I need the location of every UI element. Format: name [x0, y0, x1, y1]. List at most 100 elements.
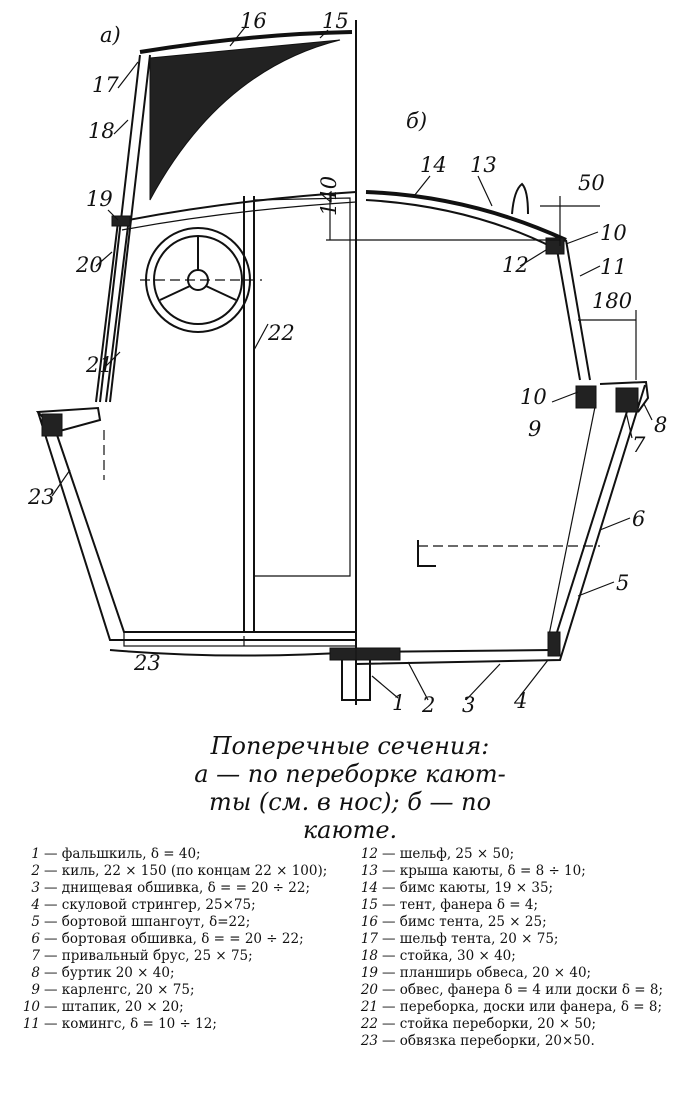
legend-item-text: — шельф, 25 × 50;	[382, 846, 515, 862]
legend-item-number: 7	[31, 948, 40, 964]
dim-180-line	[578, 310, 637, 380]
gunwale-block-a	[41, 413, 63, 437]
part-label-18: 18	[88, 119, 115, 143]
legend-item-number: 10	[22, 999, 40, 1015]
bulkhead-post-22	[243, 196, 255, 632]
keel-2	[355, 647, 401, 661]
legend-item: 6— бортовая обшивка, δ = = 20 ÷ 22;	[22, 931, 342, 948]
caption-line-1: Поперечные сечения:	[210, 732, 490, 760]
legend-item-number: 19	[360, 965, 378, 981]
roof-handrail	[511, 182, 529, 215]
legend-item-number: 12	[360, 846, 378, 862]
legend-item-number: 14	[360, 880, 378, 896]
legend-item-text: — обвязка переборки, 20×50.	[382, 1033, 595, 1049]
legend-item-text: — планширь обвеса, 20 × 40;	[382, 965, 592, 981]
plank-19	[111, 215, 131, 227]
legend-item: 7— привальный брус, 25 × 75;	[22, 948, 342, 965]
legend-item-text: — днищевая обшивка, δ = = 20 ÷ 22;	[44, 880, 310, 896]
hull-side-a	[37, 411, 356, 641]
legend-item-number: 18	[360, 948, 378, 964]
hull-side-a-inner	[55, 431, 356, 633]
dim-50-label: 50	[578, 171, 605, 195]
legend-item: 5— бортовой шпангоут, δ=22;	[22, 914, 342, 931]
legend-item: 18— стойка, 30 × 40;	[360, 948, 680, 965]
legend-item-number: 1	[31, 846, 40, 862]
legend-item-text: — карленгс, 20 × 75;	[44, 982, 195, 998]
legend-item-text: — обвес, фанера δ = 4 или доски δ = 8;	[382, 982, 664, 998]
legend-item-number: 4	[31, 897, 40, 913]
legend-item: 23— обвязка переборки, 20×50.	[360, 1033, 680, 1050]
legend-item: 8— буртик 20 × 40;	[22, 965, 342, 982]
coaming-top-a-inner	[121, 201, 357, 231]
false-keel-1	[341, 660, 371, 701]
part-label-10b: 10	[600, 221, 627, 245]
legend-item-text: — фальшкиль, δ = 40;	[44, 846, 201, 862]
part-label-8: 8	[654, 413, 667, 437]
legend-item: 17— шельф тента, 20 × 75;	[360, 931, 680, 948]
legend-item: 20— обвес, фанера δ = 4 или доски δ = 8;	[360, 982, 680, 999]
part-label-9: 9	[528, 417, 541, 441]
legend-item-number: 3	[31, 880, 40, 896]
legend-item: 16— бимс тента, 25 × 25;	[360, 914, 680, 931]
legend-item: 2— киль, 22 × 150 (по концам 22 × 100);	[22, 863, 342, 880]
part-label-7: 7	[632, 433, 646, 457]
legend-item-number: 20	[360, 982, 378, 998]
side-curtain-a	[95, 221, 129, 403]
part-label-22: 22	[267, 321, 295, 345]
legend-item: 13— крыша каюты, δ = 8 ÷ 10;	[360, 863, 680, 880]
bottom-planking-a	[109, 649, 357, 657]
dim-140-line	[326, 192, 560, 241]
part-label-10a: 10	[520, 385, 547, 409]
hull-side-b-inner	[551, 401, 631, 649]
tent-15	[139, 30, 353, 54]
legend-item-number: 9	[31, 982, 40, 998]
legend-item-number: 23	[360, 1033, 378, 1049]
part-label-4: 4	[513, 689, 527, 713]
legend-item-text: — переборка, доски или фанера, δ = 8;	[382, 999, 662, 1015]
legend-item-text: — штапик, 20 × 20;	[44, 999, 184, 1015]
cabin-beam-14	[365, 199, 555, 249]
caption-line-4: каюте.	[302, 816, 398, 844]
legend-item-number: 21	[360, 999, 378, 1015]
leader-lines	[51, 25, 653, 701]
legend-item-number: 17	[360, 931, 378, 947]
legend-item-text: — бортовой шпангоут, δ=22;	[44, 914, 251, 930]
frame-5	[547, 401, 597, 641]
legend-item-text: — бортовая обшивка, δ = = 20 ÷ 22;	[44, 931, 304, 947]
part-label-16: 16	[240, 9, 267, 33]
legend-item-number: 13	[360, 863, 378, 879]
carlins-9	[575, 385, 597, 409]
part-label-2: 2	[421, 693, 435, 717]
view-a-label: а)	[100, 23, 121, 47]
legend-item: 22— стойка переборки, 20 × 50;	[360, 1016, 680, 1033]
dim-180-label: 180	[592, 289, 632, 313]
hull-side-b	[355, 384, 646, 665]
dim-50-line	[540, 196, 600, 246]
legend-item-number: 16	[360, 914, 378, 930]
legend-item: 14— бимс каюты, 19 × 35;	[360, 880, 680, 897]
legend-item-number: 5	[31, 914, 40, 930]
bulkhead-sill	[123, 631, 357, 647]
caption-line-3: ты (см. в нос); б — по	[208, 788, 492, 816]
legend-right-column: 12— шельф, 25 × 50;13— крыша каюты, δ = …	[360, 846, 680, 1050]
legend-item-number: 11	[22, 1016, 40, 1032]
figure-caption: Поперечные сечения: а — по переборке каю…	[120, 732, 580, 844]
part-label-19: 19	[86, 187, 113, 211]
part-label-5: 5	[616, 571, 629, 595]
legend-item-text: — бимс тента, 25 × 25;	[382, 914, 547, 930]
part-label-3: 3	[462, 693, 475, 717]
legend-item-text: — крыша каюты, δ = 8 ÷ 10;	[382, 863, 586, 879]
part-label-20: 20	[75, 253, 103, 277]
caption-line-2: а — по переборке кают-	[194, 760, 506, 788]
legend-item: 4— скуловой стрингер, 25×75;	[22, 897, 342, 914]
keel-2-left	[329, 647, 357, 661]
dim-140-label: 140	[317, 176, 341, 216]
legend-item: 11— комингс, δ = 10 ÷ 12;	[22, 1016, 342, 1033]
legend-item-text: — скуловой стрингер, 25×75;	[44, 897, 256, 913]
part-label-17: 17	[92, 73, 119, 97]
part-label-13: 13	[470, 153, 497, 177]
view-b-label: б)	[406, 109, 427, 133]
cabin-roof-13	[365, 190, 567, 242]
coaming-11	[555, 239, 591, 381]
legend-item: 12— шельф, 25 × 50;	[360, 846, 680, 863]
